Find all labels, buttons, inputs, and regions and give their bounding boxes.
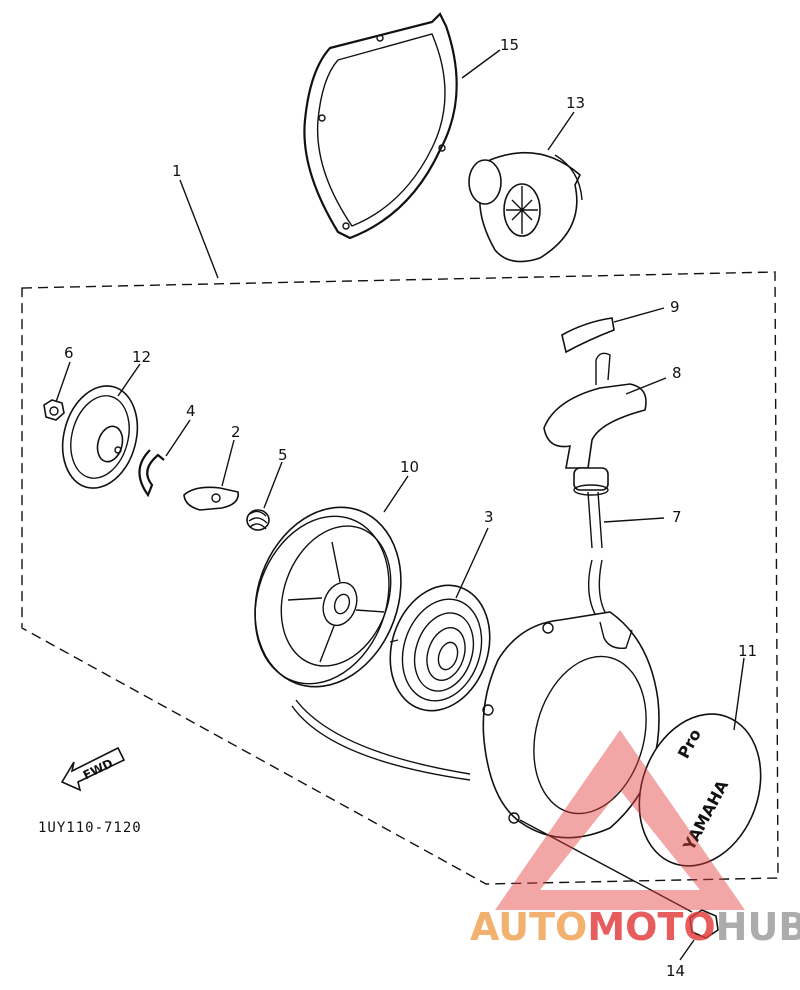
leader-lines	[55, 49, 745, 961]
callout-10: 10	[400, 458, 419, 476]
part-5-pawl-spring	[246, 509, 270, 531]
part-11-emblem-cover: YAMAHA Pro	[638, 713, 762, 867]
callout-15: 15	[500, 36, 519, 54]
watermark: AUTOMOTOHUB	[470, 730, 800, 949]
part-9-handle-cap	[561, 317, 615, 354]
callout-8: 8	[672, 364, 682, 382]
callout-14: 14	[666, 962, 685, 980]
watermark-text: AUTOMOTOHUB	[470, 905, 800, 949]
callout-9: 9	[670, 298, 680, 316]
fwd-direction-arrow: FWD	[60, 746, 126, 792]
part-2-pawl	[183, 486, 239, 511]
part-13-drive-pulley	[468, 151, 583, 263]
callout-1: 1	[172, 162, 182, 180]
callout-12: 12	[132, 348, 151, 366]
part-12-guide-plate	[61, 385, 139, 489]
callout-5: 5	[278, 446, 288, 464]
callout-2: 2	[231, 423, 241, 441]
callout-3: 3	[484, 508, 494, 526]
callout-6: 6	[64, 344, 74, 362]
part-6-nut	[43, 399, 65, 421]
callout-labels: 1 2 3 4 5 6 7 8 9 10 11 12 13 14 15	[64, 36, 757, 980]
part-3-recoil-spring	[389, 584, 491, 712]
figure-code: 1UY110-7120	[38, 820, 142, 836]
assembly-boundary	[21, 271, 779, 885]
part-10-rope-reel	[254, 506, 402, 688]
part-11-starter-case	[482, 611, 660, 839]
callout-4: 4	[186, 402, 196, 420]
callout-13: 13	[566, 94, 585, 112]
watermark-triangle-icon	[495, 730, 745, 910]
callout-11: 11	[738, 642, 757, 660]
part-14-bolt	[519, 819, 719, 939]
part-15-gasket	[303, 12, 458, 240]
part-8-starter-handle	[543, 352, 647, 496]
callout-7: 7	[672, 508, 682, 526]
part-4-spring-clip	[138, 449, 165, 498]
